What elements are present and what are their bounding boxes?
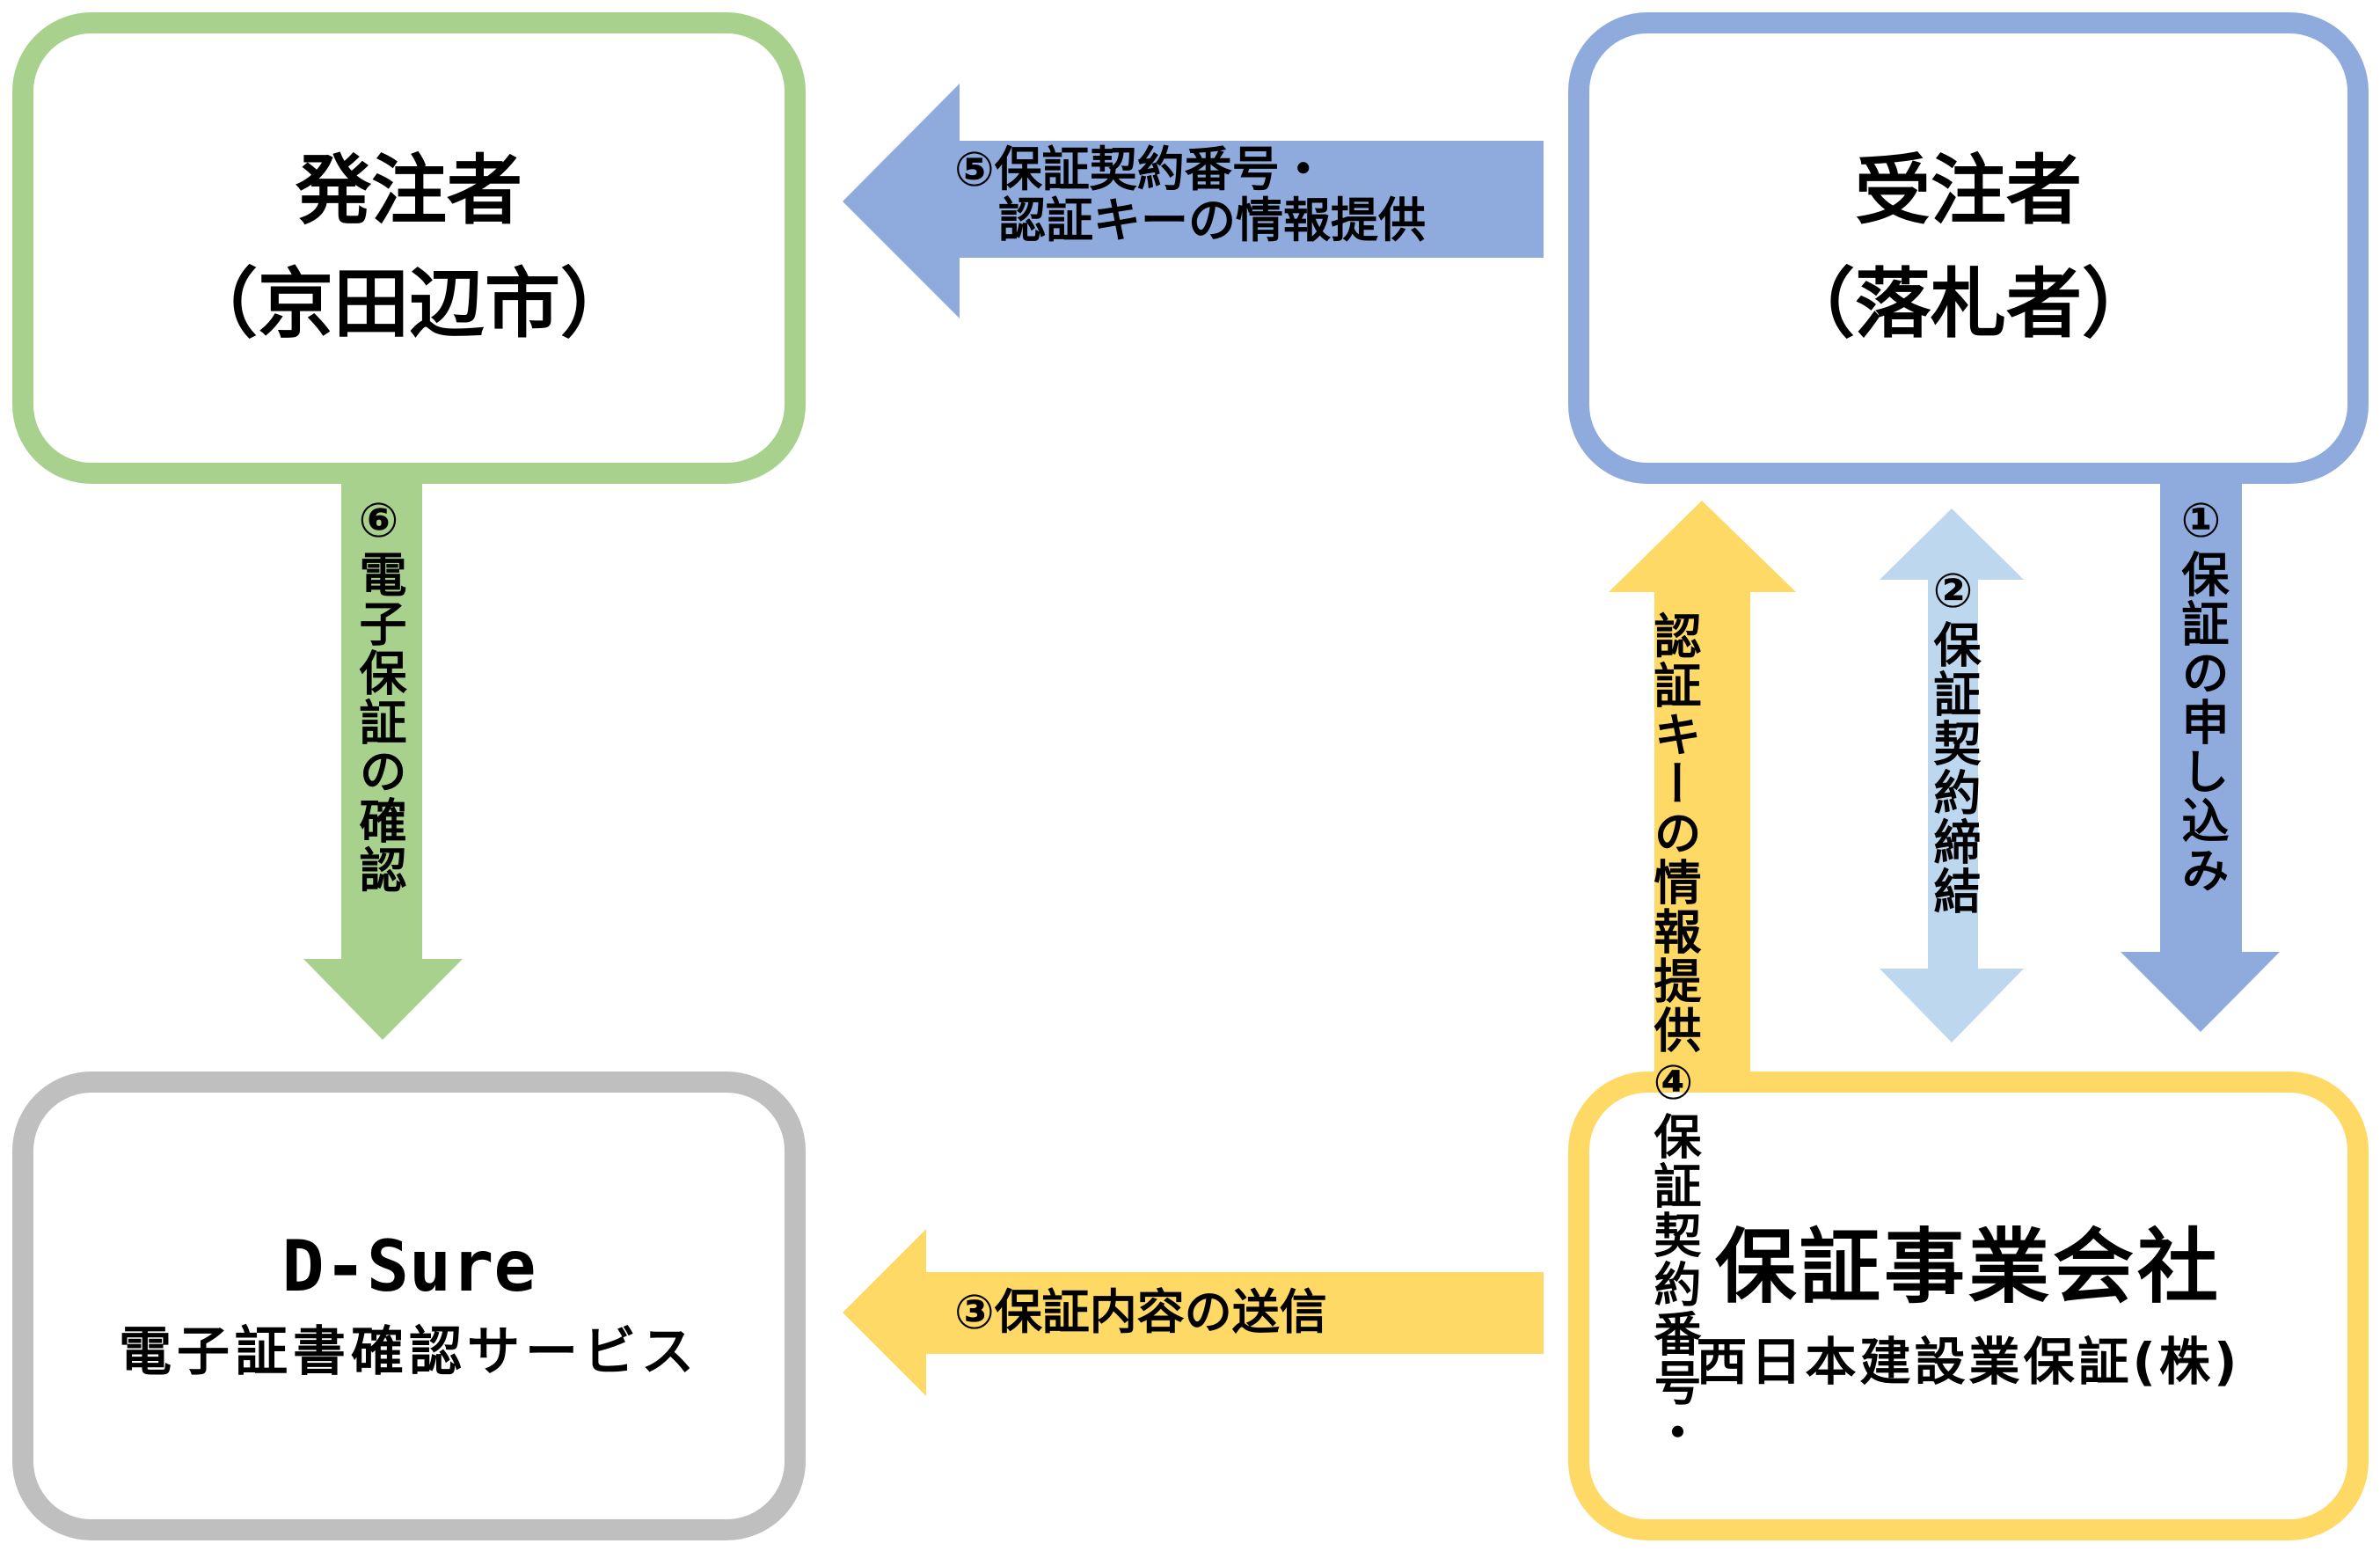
- node-orderer: 発注者 （京田辺市）: [12, 12, 806, 484]
- orderer-title: 発注者: [296, 147, 522, 235]
- label-step5-line1: ⑤保証契約番号・: [954, 142, 1327, 197]
- node-guarantor: 保証事業会社 西日本建設業保証(株): [1568, 1072, 2369, 1540]
- guarantor-title: 保証事業会社: [1714, 1219, 2222, 1314]
- orderer-subtitle: （京田辺市）: [182, 260, 636, 348]
- arrow-step5: [843, 84, 1544, 318]
- arrow-step1: [2121, 475, 2280, 1032]
- label-step5-line2: 認証キーの情報提供: [998, 193, 1426, 248]
- label-step6: ⑥電子保証の確認: [351, 493, 406, 895]
- node-contractor: 受注者 （落札者）: [1568, 12, 2369, 484]
- node-dsure: D-Sure 電子証書確認サービス: [12, 1072, 806, 1540]
- arrow-step6: [303, 483, 463, 1040]
- arrow-step4: [1609, 501, 1796, 1072]
- label-step5: ⑤保証契約番号・ 認証キーの情報提供: [954, 144, 1426, 246]
- dsure-subtitle: 電子証書確認サービス: [119, 1320, 699, 1383]
- arrow-step2: [1880, 508, 2024, 1042]
- arrow-step3: [843, 1229, 1544, 1396]
- label-step1-text: ①保証の申し込み: [2173, 493, 2229, 895]
- label-step6-text: ⑥電子保証の確認: [351, 493, 406, 895]
- contractor-title: 受注者: [1855, 147, 2082, 235]
- label-step4-line1: ④保証契約番号・: [1646, 1055, 1701, 1457]
- label-step4-line2: 認証キーの情報提供: [1646, 611, 1701, 1055]
- label-step1: ①保証の申し込み: [2173, 493, 2229, 895]
- contractor-subtitle: （落札者）: [1779, 260, 2157, 348]
- label-step3-text: ③保証内容の送信: [954, 1284, 1327, 1340]
- label-step2-text: ②保証契約締結: [1925, 563, 1981, 916]
- label-step4: ④保証契約番号・ 認証キーの情報提供: [1646, 567, 1701, 1457]
- label-step3: ③保証内容の送信: [954, 1287, 1327, 1338]
- label-step2: ②保証契約締結: [1925, 563, 1981, 916]
- guarantor-subtitle: 西日本建設業保証(株): [1696, 1332, 2241, 1393]
- dsure-title: D-Sure: [281, 1225, 537, 1307]
